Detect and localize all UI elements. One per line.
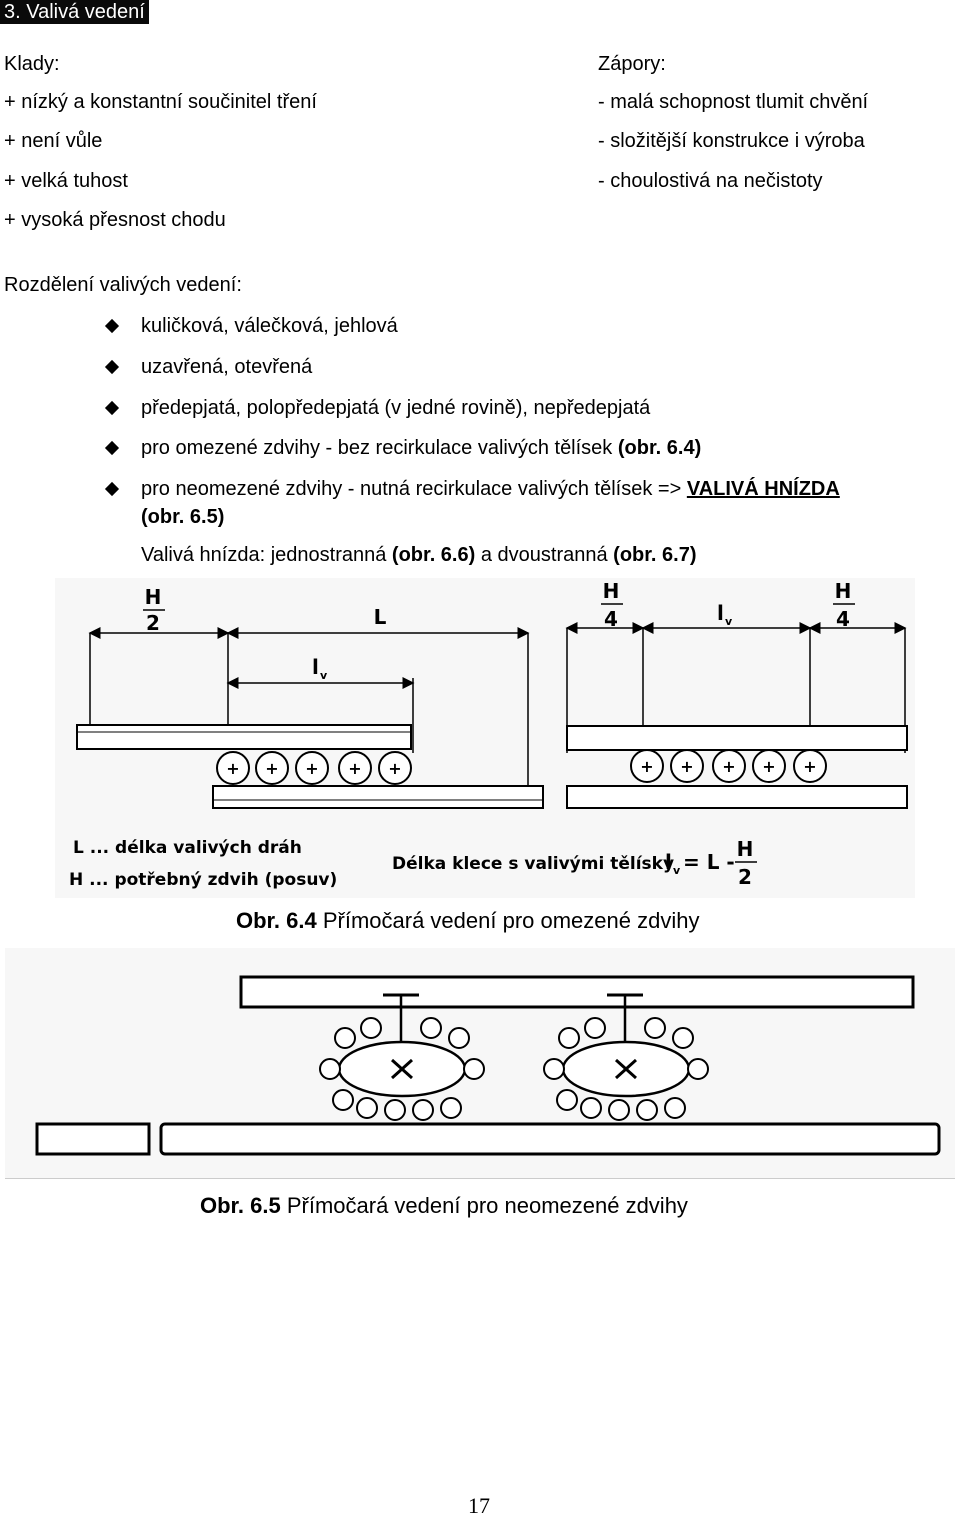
svg-text:+: + <box>680 757 693 776</box>
figure-ref: (obr. 6.7) <box>613 544 697 566</box>
division-bullet: uzavřená, otevřená <box>141 356 313 378</box>
diamond-bullet-icon <box>104 359 120 375</box>
figure-ref: (obr. 6.4) <box>617 437 702 459</box>
pros-item: + není vůle <box>4 130 103 152</box>
page-number: 17 <box>468 1493 490 1518</box>
valiva-hnizda-link: VALIVÁ HNÍZDA <box>686 478 840 500</box>
nests-prefix: Valivá hnízda: jednostranná <box>141 544 392 566</box>
svg-text:+: + <box>226 759 239 778</box>
figure-ref-text: (obr. 6.5) <box>141 506 225 528</box>
diamond-bullet-icon <box>104 318 120 334</box>
division-bullet: pro neomezené zdvihy - nutná recirkulace… <box>141 477 840 501</box>
section-title: 3. Valivá vedení <box>0 0 149 24</box>
figure-6-4-diagram: H 2 L l v + + + + + H 4 l v H 4 + + + + … <box>55 578 915 898</box>
pros-item: + nízký a konstantní součinitel tření <box>4 91 317 113</box>
label-H: H <box>145 585 162 609</box>
legend-H: H ... potřebný zdvih (posuv) <box>69 870 337 890</box>
formula-v: v <box>673 864 681 877</box>
diamond-bullet-icon <box>104 400 120 416</box>
divider <box>5 1178 955 1179</box>
label-H: H <box>603 579 620 603</box>
cons-item: - složitější konstrukce i výroba <box>598 130 865 152</box>
svg-text:+: + <box>305 759 318 778</box>
label-4: 4 <box>604 607 618 631</box>
pros-item: + vysoká přesnost chodu <box>4 209 226 231</box>
legend-L: L ... délka valivých dráh <box>73 838 302 858</box>
nests-mid: a dvoustranná <box>475 544 614 566</box>
caption-number: Obr. 6.4 <box>236 908 317 933</box>
label-v: v <box>725 615 733 628</box>
svg-text:+: + <box>722 757 735 776</box>
svg-text:+: + <box>348 759 361 778</box>
division-bullet: pro omezené zdvihy - bez recirkulace val… <box>141 436 701 460</box>
bullet-text: pro omezené zdvihy - bez recirkulace val… <box>141 437 618 459</box>
nests-line: Valivá hnízda: jednostranná (obr. 6.6) a… <box>141 543 697 567</box>
pros-header: Klady: <box>4 53 60 75</box>
svg-text:+: + <box>762 757 775 776</box>
caption-number: Obr. 6.5 <box>200 1193 281 1218</box>
formula-text: Délka klece s valivými tělísky <box>392 854 674 874</box>
svg-text:+: + <box>388 759 401 778</box>
diamond-bullet-icon <box>104 440 120 456</box>
pros-item: + velká tuhost <box>4 170 128 192</box>
figure-ref: (obr. 6.6) <box>391 544 476 566</box>
label-v: v <box>320 669 328 682</box>
bullet-text: pro neomezené zdvihy - nutná recirkulace… <box>141 478 687 500</box>
svg-text:+: + <box>265 759 278 778</box>
caption-text: Přímočará vedení pro omezené zdvihy <box>316 908 700 933</box>
figure-6-5-diagram <box>5 948 955 1178</box>
formula-l: l <box>665 850 672 874</box>
formula-H: H <box>737 837 754 861</box>
label-l: l <box>717 601 724 625</box>
caption-text: Přímočará vedení pro neomezené zdvihy <box>280 1193 688 1218</box>
formula-rhs: = L - <box>683 850 735 874</box>
division-bullet: kuličková, válečková, jehlová <box>141 315 398 337</box>
division-header: Rozdělení valivých vedení: <box>4 274 242 296</box>
svg-text:+: + <box>640 757 653 776</box>
figure-6-5-caption: Obr. 6.5 Přímočará vedení pro neomezené … <box>200 1193 688 1219</box>
label-H: H <box>835 579 852 603</box>
figure-6-4-caption: Obr. 6.4 Přímočará vedení pro omezené zd… <box>236 908 699 934</box>
cons-item: - choulostivá na nečistoty <box>598 170 823 192</box>
formula-2: 2 <box>738 865 752 889</box>
label-l: l <box>312 655 319 679</box>
figure-ref: (obr. 6.5) <box>141 505 224 529</box>
cons-header: Zápory: <box>598 53 666 75</box>
diamond-bullet-icon <box>104 481 120 497</box>
label-2: 2 <box>146 611 160 635</box>
svg-text:+: + <box>803 757 816 776</box>
label-4: 4 <box>836 607 850 631</box>
label-L: L <box>374 605 387 629</box>
cons-item: - malá schopnost tlumit chvění <box>598 91 869 113</box>
division-bullet: předepjatá, polopředepjatá (v jedné rovi… <box>141 397 651 419</box>
